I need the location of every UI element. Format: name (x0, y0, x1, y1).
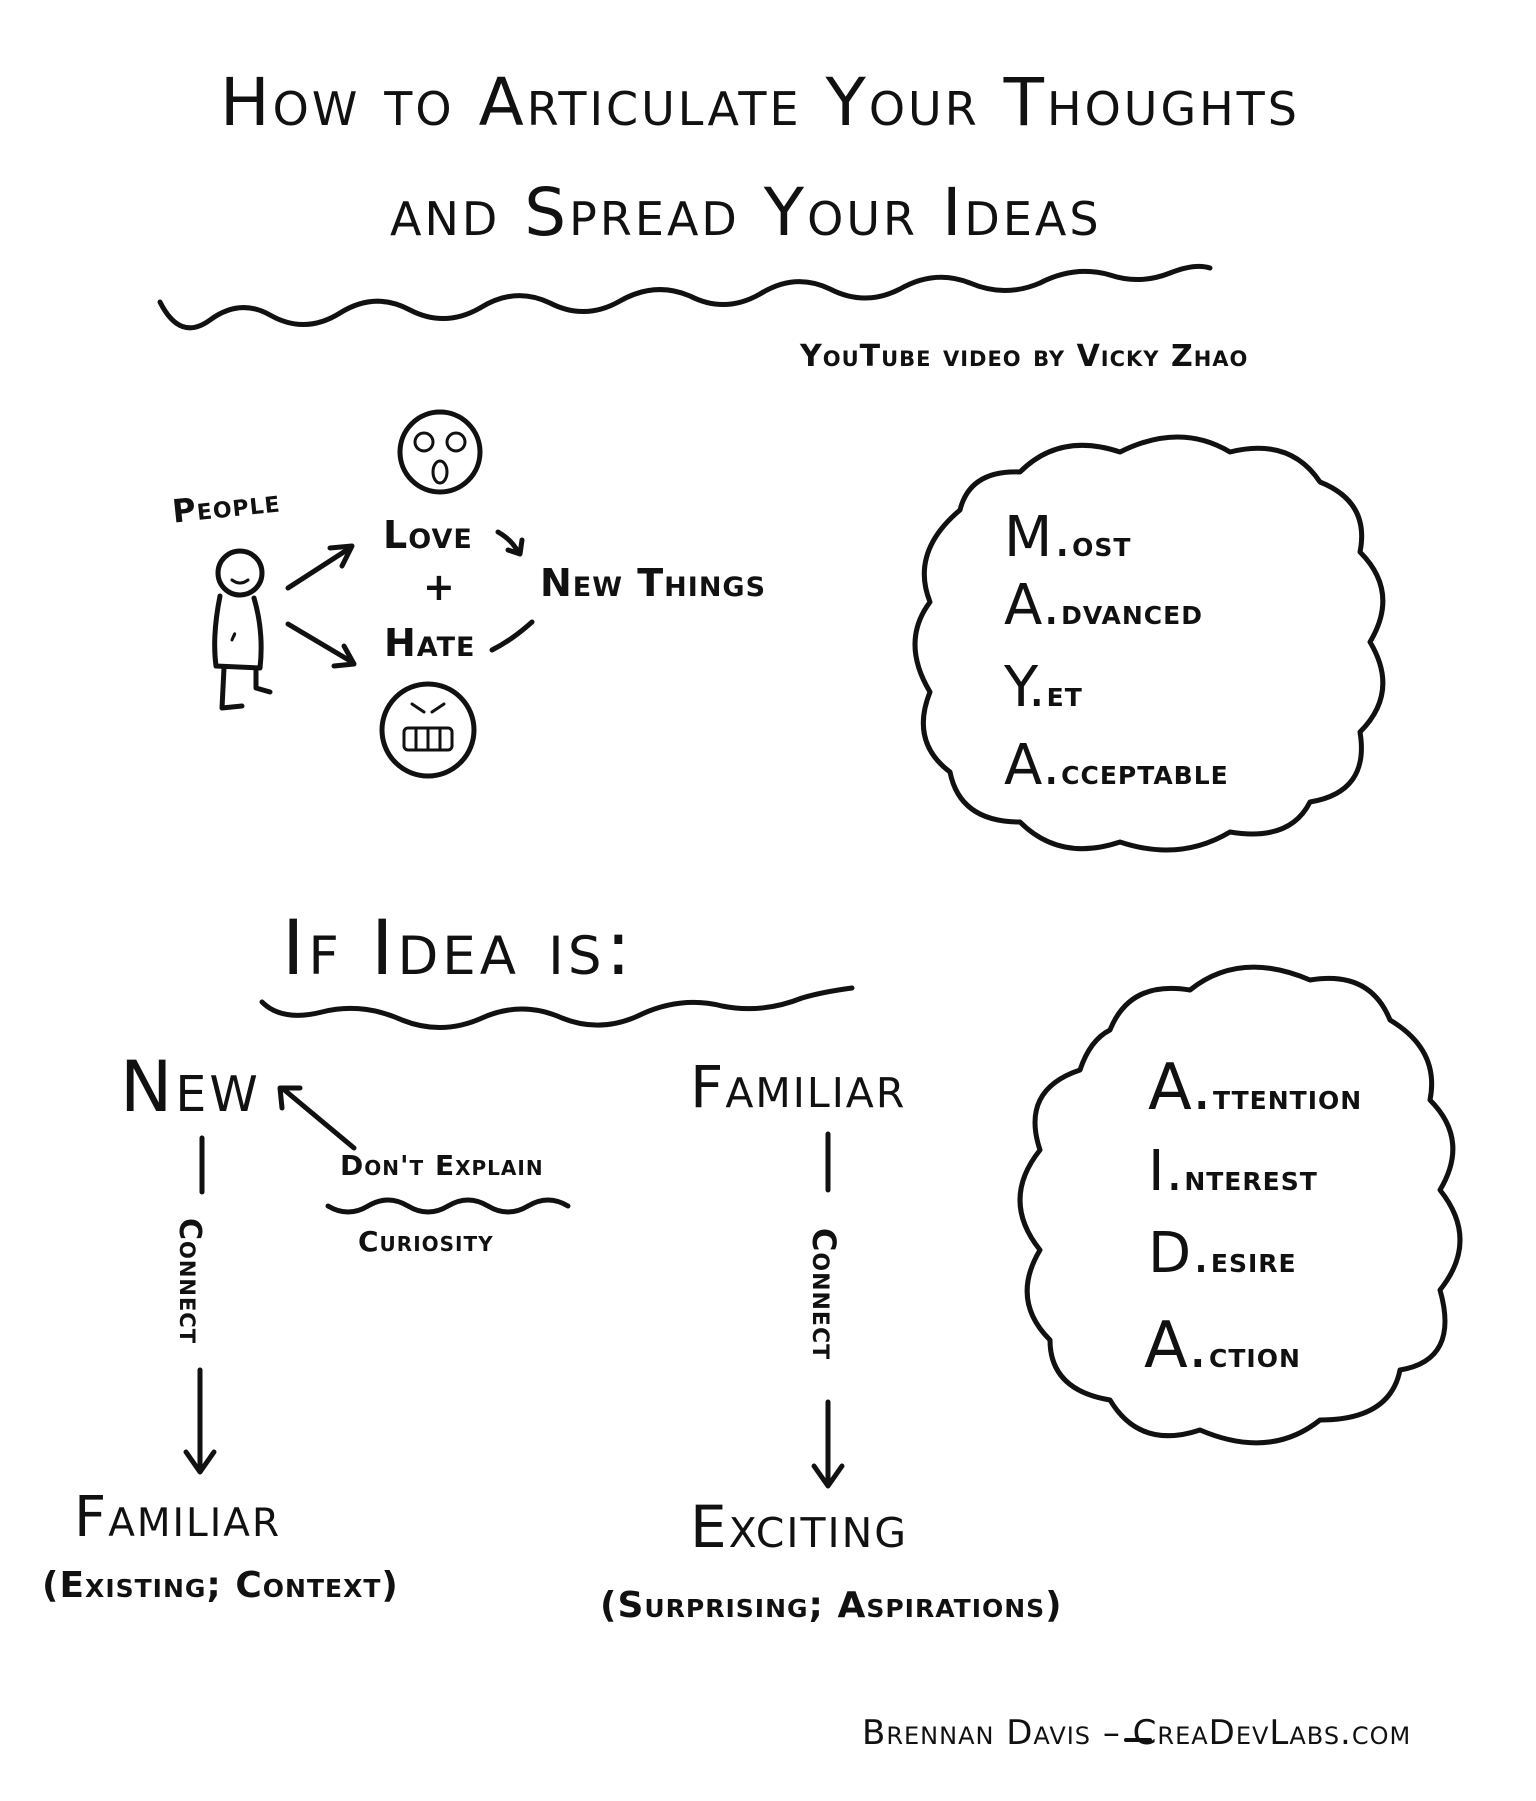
dont-explain-label: Don't Explain (340, 1149, 544, 1182)
aida-letter-2: I. (1148, 1139, 1185, 1204)
left-new-label: New (120, 1046, 261, 1128)
new-things-label: New Things (540, 561, 767, 605)
maya-rest-1: ost (1072, 524, 1132, 565)
video-credit: YouTube video by Vicky Zhao (800, 339, 1249, 374)
aida-line-1: A.ttention (1148, 1056, 1362, 1120)
title-line-1: How to Articulate Your Thoughts (220, 64, 1300, 141)
maya-line-2: A.dvanced (1004, 578, 1203, 634)
maya-letter-4: A. (1004, 733, 1062, 798)
left-arrowhead (183, 1449, 217, 1475)
aida-line-2: I.nterest (1148, 1144, 1318, 1200)
if-idea-heading: If Idea is: (282, 903, 636, 992)
title-line-2: and Spread Your Ideas (390, 174, 1102, 251)
curiosity-label: Curiosity (358, 1225, 494, 1258)
left-familiar-label: Familiar (74, 1485, 282, 1550)
aida-letter-3: D. (1148, 1221, 1211, 1286)
maya-line-4: A.cceptable (1004, 738, 1229, 794)
maya-line-3: Y.et (1004, 660, 1083, 716)
if-idea-underline-wave (259, 985, 855, 1030)
right-connect-label: Connect (805, 1227, 844, 1361)
left-connect-label: Connect (172, 1217, 208, 1345)
arrow-love-to-new-things (495, 529, 521, 555)
aida-line-4: A.ction (1144, 1314, 1301, 1378)
maya-letter-3: Y. (1004, 655, 1047, 720)
aida-rest-1: ttention (1213, 1077, 1363, 1118)
angry-face-icon (379, 681, 477, 779)
maya-line-1: M.ost (1004, 510, 1131, 566)
right-arrowhead (811, 1463, 845, 1489)
right-familiar-label: Familiar (690, 1053, 907, 1121)
aida-rest-2: nterest (1184, 1158, 1318, 1199)
exciting-label: Exciting (690, 1493, 909, 1561)
line-hate-to-new-things (489, 619, 535, 653)
arrow-to-love (285, 545, 353, 591)
maya-letter-2: A. (1004, 573, 1062, 638)
maya-letter-1: M. (1004, 505, 1073, 570)
hate-label: Hate (384, 621, 476, 665)
stick-person-icon (212, 548, 273, 711)
maya-rest-2: dvanced (1061, 592, 1203, 633)
love-label: Love (383, 513, 473, 557)
left-familiar-note: (Existing; Context) (42, 1565, 399, 1606)
aida-letter-1: A. (1148, 1051, 1213, 1125)
maya-rest-3: et (1046, 674, 1083, 715)
title-underline-wave (157, 263, 1213, 331)
aida-rest-4: ction (1209, 1335, 1301, 1376)
maya-cloud (912, 434, 1386, 853)
curiosity-wave (325, 1197, 571, 1215)
exciting-note: (Surprising; Aspirations) (600, 1585, 1063, 1626)
arrow-to-hate (285, 621, 355, 665)
aida-rest-3: esire (1210, 1240, 1297, 1281)
plus-sign: + (423, 565, 456, 609)
maya-rest-4: cceptable (1061, 752, 1229, 793)
arrow-to-new (279, 1085, 357, 1151)
aida-cloud (1017, 964, 1463, 1446)
aida-line-3: D.esire (1148, 1226, 1297, 1282)
aida-letter-4: A. (1144, 1309, 1209, 1383)
signature: Brennan Davis – CreaDevLabs.com (862, 1713, 1412, 1753)
excited-face-icon (397, 409, 483, 495)
